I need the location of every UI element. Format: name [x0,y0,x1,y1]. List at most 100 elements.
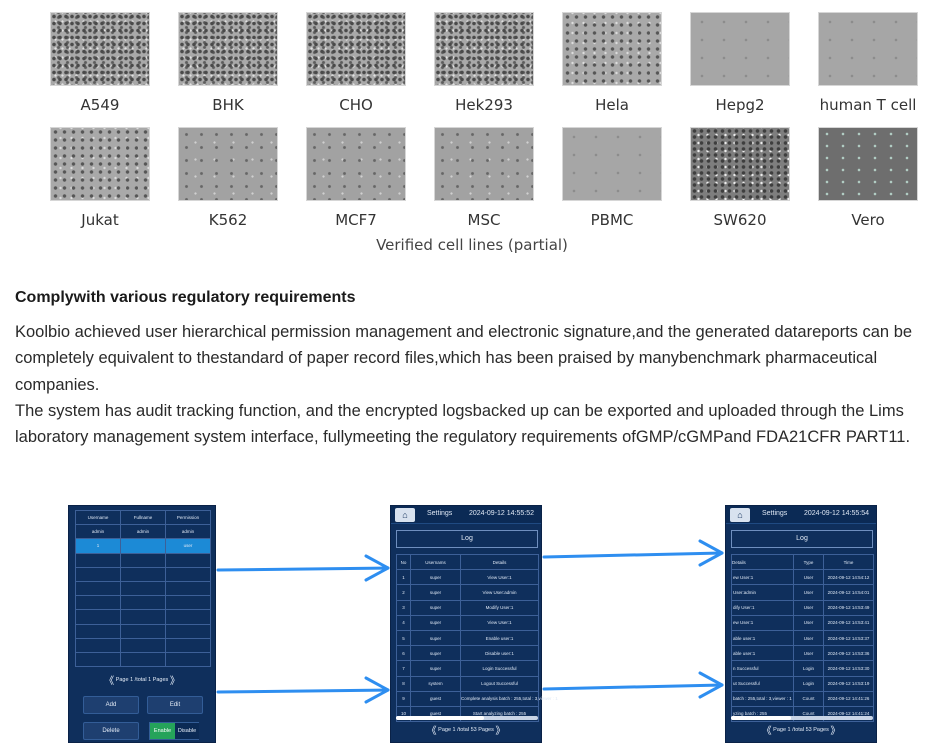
table-cell [120,538,166,554]
table-cell: super [410,569,461,586]
column-header-usernams: Usernams [410,553,461,571]
edit-user-button[interactable]: Edit [147,696,203,714]
log-title: Log [731,530,873,548]
enable-disable-toggle[interactable]: Enable Disable [149,722,199,740]
table-cell [75,651,121,668]
table-cell: 2024-09-12 14:53:36 [823,645,874,662]
cell-line-label: MSC [467,211,501,229]
add-user-button[interactable]: Add [83,696,139,714]
arrow-right-icon [542,539,724,567]
table-cell: user [165,538,211,554]
table-cell: admin [120,524,166,540]
cell-micrograph [306,12,406,86]
log-header-2: ⌂ Settings 2024-09-12 14:55:54 [726,506,876,524]
table-cell: super [410,645,461,662]
column-header-fullname: Fullname [120,509,166,526]
table-cell [75,595,121,611]
column-header-type: Type [793,553,824,571]
table-cell: 3 [396,599,411,616]
table-cell [120,580,166,597]
table-cell: View User:1 [460,614,539,631]
table-row[interactable] [75,566,211,582]
table-row[interactable] [75,580,211,597]
table-cell: guest [410,690,461,707]
table-cell: User [793,645,824,662]
table-cell [165,595,211,611]
home-icon[interactable]: ⌂ [395,508,415,522]
table-cell: ew User:1 [731,614,794,631]
table-cell: 1 [396,569,411,586]
table-cell: User:admin [731,584,794,601]
table-cell: super [410,584,461,601]
cell-micrograph [818,12,918,86]
cell-line-label: BHK [212,96,244,114]
table-cell [75,580,121,597]
table-row[interactable] [75,609,211,625]
table-row[interactable] [75,637,211,653]
delete-user-button[interactable]: Delete [83,722,139,740]
settings-label[interactable]: Settings [762,510,788,517]
table-row[interactable] [75,623,211,639]
page-prev-icon[interactable]: 《 [761,726,772,737]
log-screenshot-2: ⌂ Settings 2024-09-12 14:55:54 Log Detai… [725,505,877,743]
table-cell: super [410,599,461,616]
horizontal-scrollbar[interactable] [731,716,873,720]
page-next-icon[interactable]: 》 [830,726,841,737]
cell-micrograph [562,12,662,86]
scrollbar-thumb[interactable] [731,716,791,720]
disable-option[interactable]: Disable [175,723,199,739]
page-prev-icon[interactable]: 《 [426,726,437,737]
cell-line-label: Hek293 [455,96,513,114]
horizontal-scrollbar[interactable] [396,716,538,720]
table-cell: 5 [396,629,411,647]
table-cell: able user:1 [731,629,794,647]
compliance-heading: Complywith various regulatory requiremen… [15,289,356,306]
table-cell: admin [165,524,211,540]
table-cell: Enable user:1 [460,629,539,647]
table-cell [165,580,211,597]
page-next-icon[interactable]: 》 [169,676,180,687]
table-cell [75,552,121,568]
page-next-icon[interactable]: 》 [495,726,506,737]
compliance-paragraph-2: The system has audit tracking function, … [15,401,911,447]
cell-micrograph [50,12,150,86]
settings-label[interactable]: Settings [427,510,453,517]
table-cell [75,609,121,625]
page-prev-icon[interactable]: 《 [104,676,115,687]
table-row[interactable] [75,651,211,668]
scrollbar-thumb[interactable] [396,716,485,720]
table-cell: Logout Successful [460,675,539,692]
log-pager-label: Page 1 /total 53 Pages [438,726,494,733]
enable-option[interactable]: Enable [150,723,175,739]
table-cell [75,623,121,639]
table-row[interactable] [75,552,211,568]
table-row[interactable] [75,595,211,611]
table-cell: Disable user:1 [460,645,539,662]
home-icon[interactable]: ⌂ [730,508,750,522]
log-pager-label: Page 1 /total 53 Pages [773,726,829,733]
table-cell [120,552,166,568]
